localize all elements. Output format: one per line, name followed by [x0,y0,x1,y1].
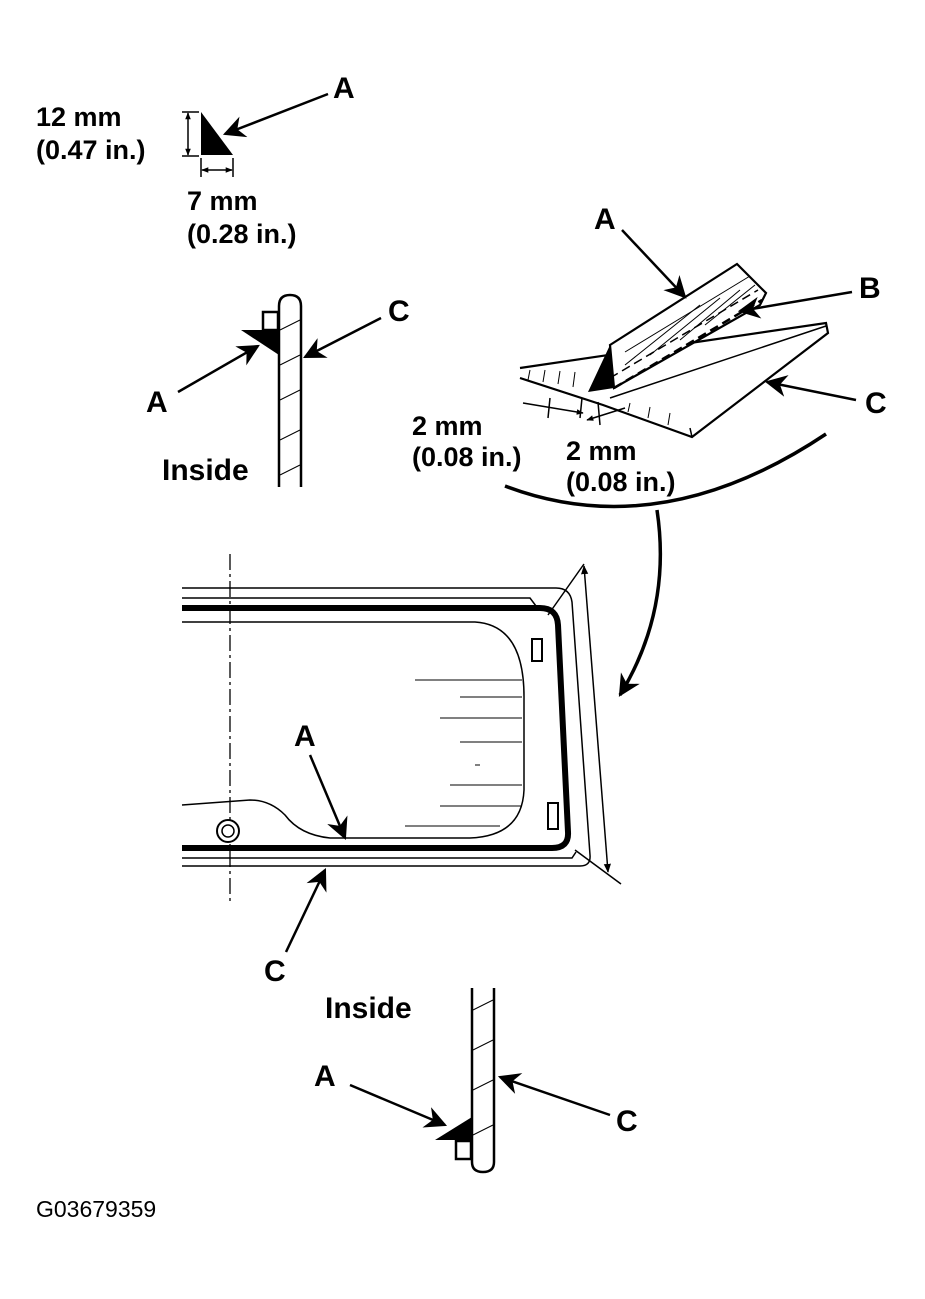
window-dim-ext-bottom [574,849,622,885]
figure-code: G03679359 [36,1196,156,1222]
section-bottom-dam [454,1139,473,1161]
detail-magnifier-arc [504,432,827,509]
section-bottom-adhesive [435,1117,472,1140]
detail-gap1-tick2 [579,397,583,419]
detail-edge-hatch [647,406,651,419]
detail-adhesive-front [588,345,614,392]
window-outer-frame [182,587,591,867]
profile-leader-a [222,92,329,138]
glass-hatch [472,1039,494,1051]
glass-hatch [472,1124,494,1136]
terminal-upper [531,638,543,662]
section-bottom-leader-a [349,1083,448,1128]
window-frame-2 [182,597,537,607]
window-length-dim [581,565,611,873]
glass-hatch [279,319,301,331]
detail-bead-hatch [704,284,756,326]
detail-gap2-mm: 2 mm [566,436,637,466]
detail-group: A B C 2 mm (0.08 in.) 2 mm (0.08 in.) [412,203,887,697]
window-leader-a [308,754,348,841]
detail-leader-a [621,229,687,299]
detail-edge-hatch [572,371,576,388]
detail-bead-hatch [679,289,741,341]
section-top-inside-label: Inside [162,454,249,487]
detail-gap1-dim [522,402,584,415]
window-inner-area [181,621,525,839]
detail-gap2-tick [597,401,601,426]
terminal-lower [547,802,559,830]
detail-glass-corner [689,427,693,438]
window-group: A C [181,554,622,988]
section-bottom-group: A C Inside [314,988,638,1174]
detail-leader-c [764,375,857,402]
section-top-leader-c [303,316,382,359]
detail-bead-hatch [624,304,701,366]
detail-edge-hatch [667,412,671,426]
detail-bead-hatch [649,297,721,356]
profile-height-mm: 12 mm [36,102,122,132]
section-bottom-callout-c: C [616,1105,638,1138]
detail-edge-hatch [627,402,631,413]
window-leader-c [284,868,327,953]
section-bottom-callout-a: A [314,1060,336,1093]
detail-gap2-dim [586,407,626,421]
detail-dam-dashed [613,298,763,390]
profile-width-mm: 7 mm [187,186,258,216]
glass-hatch [279,464,301,476]
section-bottom-glass [470,988,496,1174]
detail-edge-hatch [542,369,546,383]
window-adhesive-bead [182,605,572,851]
window-callout-c: C [264,955,286,988]
detail-edge-hatch [527,369,531,381]
detail-leader-b [737,290,853,319]
window-bolt-inner [221,824,235,838]
section-bottom-leader-c [497,1073,611,1117]
section-top-dam [261,310,280,332]
detail-callout-c: C [865,387,887,420]
window-dim-ext-top [547,563,585,616]
adhesive-profile-triangle [201,112,233,155]
window-frame-3 [182,851,577,859]
detail-gap2-in: (0.08 in.) [566,467,676,497]
detail-callout-a: A [594,203,616,236]
section-bottom-inside-label: Inside [325,992,412,1025]
detail-gap1-mm: 2 mm [412,411,483,441]
adhesive-profile-group: A 12 mm (0.47 in.) 7 mm (0.28 in.) [36,72,355,249]
glass-hatch [472,1079,494,1091]
detail-edge-hatch [557,370,561,385]
section-top-leader-a [177,344,260,394]
section-top-glass [277,293,303,487]
glass-hatch [279,354,301,366]
section-top-callout-c: C [388,295,410,328]
profile-height-in: (0.47 in.) [36,135,146,165]
section-top-callout-a: A [146,386,168,419]
profile-callout-a: A [333,72,355,105]
detail-glass-edge [609,325,827,399]
detail-gap1-tick [547,397,551,419]
window-callout-a: A [294,720,316,753]
detail-bead-line [624,275,751,353]
profile-width-in: (0.28 in.) [187,219,297,249]
glass-hatch [279,429,301,441]
detail-gap1-in: (0.08 in.) [412,442,522,472]
glass-hatch [472,999,494,1011]
glass-hatch [279,389,301,401]
detail-magnifier-arrow [618,509,663,697]
detail-dam-dashed-2 [609,289,759,379]
detail-callout-b: B [859,272,881,305]
section-top-adhesive [241,330,279,355]
section-top-group: A C Inside [146,293,410,487]
